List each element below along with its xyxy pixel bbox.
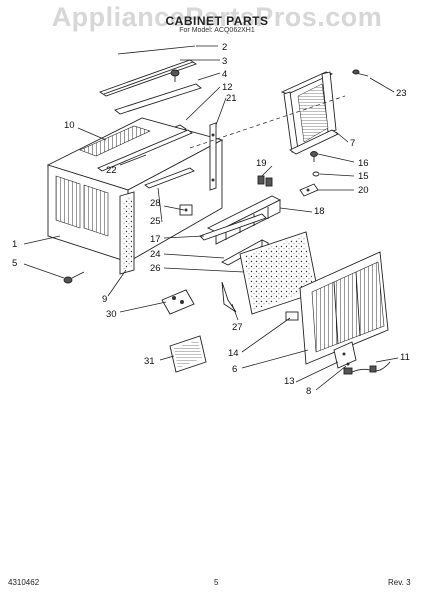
barrier-17 <box>199 213 267 241</box>
alignment-dash-1 <box>189 95 346 149</box>
callout-20: 20 <box>358 185 369 196</box>
leader-lines <box>23 45 399 391</box>
callout-22: 22 <box>106 165 117 176</box>
top-rail-4 <box>114 83 202 115</box>
callout-10: 10 <box>64 120 75 131</box>
bracket-13-8 <box>333 341 357 369</box>
callout-30: 30 <box>106 309 117 320</box>
hinge-plate-30 <box>161 289 195 315</box>
front-grille-14 <box>285 251 389 365</box>
callout-7: 7 <box>350 138 355 149</box>
callout-18: 18 <box>314 206 325 217</box>
callout-25: 25 <box>150 216 161 227</box>
callout-28: 28 <box>150 198 161 209</box>
diagram-title: CABINET PARTS <box>165 14 269 28</box>
diagram-subtitle: For Model: ACQ062XH1 <box>179 27 255 34</box>
footer-revision: Rev. 3 <box>388 578 411 587</box>
callout-3: 3 <box>222 56 227 67</box>
callout-12: 12 <box>222 82 233 93</box>
power-cord-11 <box>343 361 391 375</box>
callout-1: 1 <box>12 239 17 250</box>
callout-27: 27 <box>232 322 243 333</box>
callout-6: 6 <box>232 364 237 375</box>
bracket-28 <box>179 204 193 216</box>
footer-part-number: 4310462 <box>8 578 40 587</box>
callout-21: 21 <box>226 93 237 104</box>
callout-24: 24 <box>150 249 161 260</box>
callout-11: 11 <box>400 352 410 363</box>
bracket-21 <box>209 122 217 191</box>
callout-31: 31 <box>144 356 155 367</box>
callout-15: 15 <box>358 171 369 182</box>
callout-23: 23 <box>396 88 407 99</box>
watermark: AppliancePartsPros.com <box>51 2 383 32</box>
bracket-20 <box>299 183 319 197</box>
curtain-frame-7 <box>280 71 339 155</box>
callout-4: 4 <box>222 69 227 80</box>
panel-31 <box>169 335 207 373</box>
callout-labels: 2 3 4 12 21 10 22 23 7 16 19 15 20 28 18… <box>12 42 410 397</box>
callout-5: 5 <box>12 258 17 269</box>
clip-19 <box>257 175 273 187</box>
callout-16: 16 <box>358 158 369 169</box>
rail-25 <box>144 167 195 189</box>
washer-15 <box>312 171 320 177</box>
top-rail-2 <box>99 59 197 97</box>
callout-19: 19 <box>256 158 267 169</box>
footer-page-number: 5 <box>214 578 219 587</box>
screw-3 <box>170 69 180 82</box>
side-panel-9 <box>119 191 135 275</box>
callout-26: 26 <box>150 263 161 274</box>
filter-26 <box>239 231 319 315</box>
callout-2: 2 <box>222 42 227 53</box>
callout-17: 17 <box>150 234 161 245</box>
cabinet-shell <box>46 117 224 263</box>
callout-14: 14 <box>228 348 239 359</box>
filter-wire-27 <box>221 281 237 313</box>
callout-9: 9 <box>102 294 107 305</box>
screw-16 <box>310 151 318 162</box>
callout-13: 13 <box>284 376 295 387</box>
screw-5 <box>63 271 85 284</box>
screw-23 <box>351 69 369 77</box>
callout-8: 8 <box>306 386 311 397</box>
